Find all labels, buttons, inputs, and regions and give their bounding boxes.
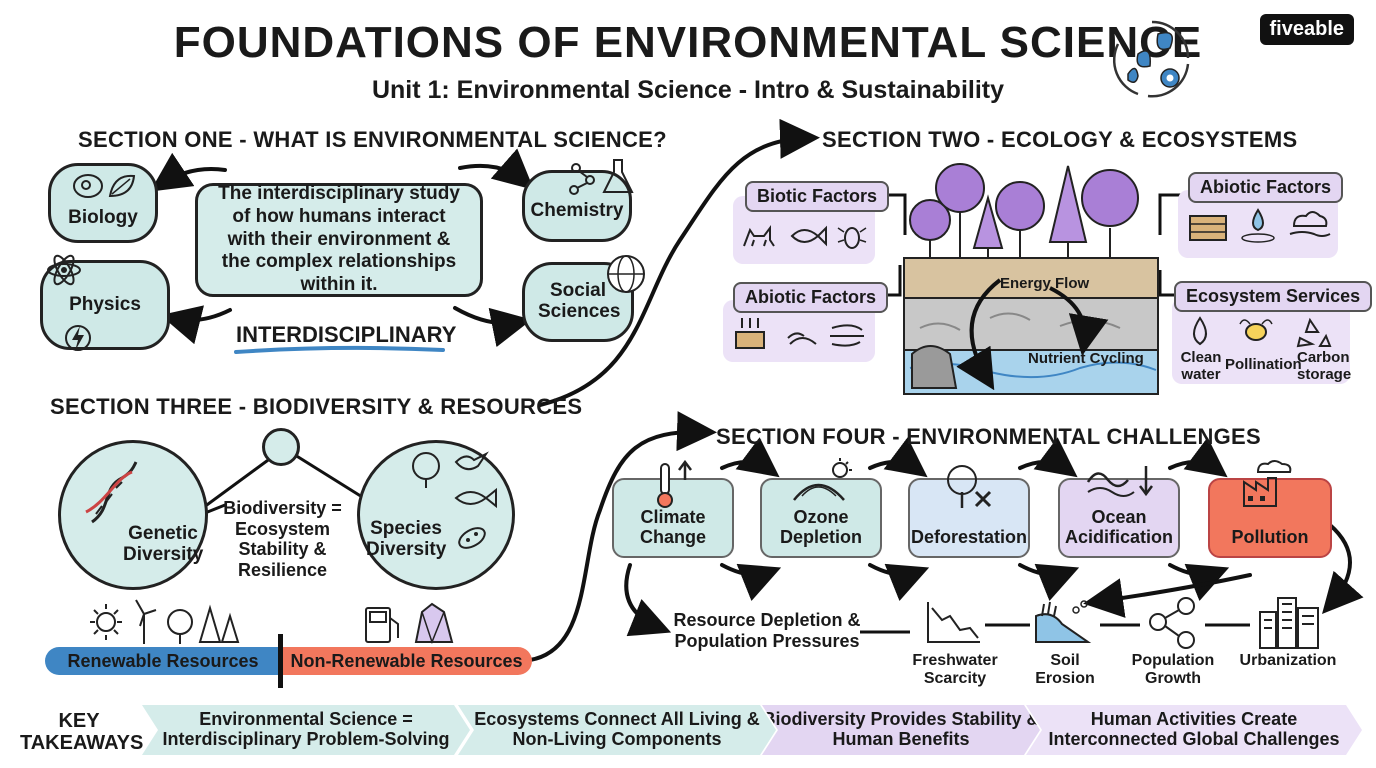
ozone-depletion-card: Ozone Depletion <box>760 478 882 558</box>
cell-leaf-icon <box>73 174 136 198</box>
urbanization-label: Urbanization <box>1239 652 1337 669</box>
dna-icon <box>85 461 138 524</box>
atom-icon <box>47 254 81 286</box>
water-bee-recycle-icon <box>1193 316 1332 348</box>
takeaway-3: Biodiversity Provides Stability & Human … <box>762 705 1040 755</box>
ozone-depletion-label: Ozone Depletion <box>779 507 862 548</box>
globe-people-icon <box>607 255 645 293</box>
genetic-diversity-circle: Genetic Diversity <box>58 440 208 590</box>
pressures-label: Resource Depletion & Population Pressure… <box>673 610 861 651</box>
thermometer-icon <box>657 460 692 508</box>
takeaway-1: Environmental Science = Interdisciplinar… <box>142 705 470 755</box>
biology-label: Biology <box>68 206 138 228</box>
pollution-label: Pollution <box>1231 527 1309 548</box>
fiveable-logo[interactable]: fiveable <box>1259 14 1354 45</box>
soil-water-cloud-icon <box>1189 208 1331 243</box>
tree-cut-icon <box>947 465 992 508</box>
soil-erosion-label: Soil Erosion <box>1035 652 1095 687</box>
definition-box: The interdisciplinary study of how human… <box>195 183 483 297</box>
abiotic-factors-top-tag: Abiotic Factors <box>1188 172 1344 203</box>
ozone-sun-icon <box>793 458 852 501</box>
chemistry-label: Chemistry <box>530 199 624 221</box>
resource-divider <box>278 634 283 688</box>
key-takeaways-label: KEY TAKEAWAYS <box>20 710 144 754</box>
ocean-acidification-card: Ocean Acidification <box>1058 478 1180 558</box>
population-growth-label: Population Growth <box>1131 652 1215 687</box>
nutrient-cycling-label: Nutrient Cycling <box>1028 350 1144 367</box>
page-title: FOUNDATIONS OF ENVIRONMENTAL SCIENCE <box>173 18 1203 67</box>
tree-bird-fish-bacteria-icon <box>412 451 497 549</box>
wave-down-icon <box>1086 466 1153 497</box>
takeaway-4: Human Activities Create Interconnected G… <box>1026 705 1362 755</box>
deforestation-label: Deforestation <box>910 527 1027 548</box>
freshwater-scarcity-label: Freshwater Scarcity <box>912 652 998 687</box>
species-diversity-label: Species Diversity <box>366 518 447 560</box>
lightning-icon <box>65 325 91 351</box>
takeaway-2: Ecosystems Connect All Living & Non-Livi… <box>458 705 776 755</box>
biology-bubble: Biology <box>48 163 158 243</box>
carbon-storage-label: Carbon storage <box>1297 349 1352 383</box>
social-sciences-bubble: Social Sciences <box>522 262 634 342</box>
molecule-flask-icon <box>569 159 634 195</box>
fox-fish-beetle-icon <box>743 225 867 249</box>
climate-change-card: Climate Change <box>612 478 734 558</box>
soil-erosion-icon <box>1035 600 1092 643</box>
section-three-heading: SECTION THREE - BIODIVERSITY & RESOURCES <box>50 394 583 419</box>
soil-wind-icon <box>735 318 864 349</box>
nonrenewable-icons <box>365 602 454 645</box>
species-diversity-circle: Species Diversity <box>357 440 515 590</box>
renewable-icons <box>90 599 240 644</box>
declining-graph-icon <box>927 602 980 643</box>
biotic-factors-tag: Biotic Factors <box>745 181 890 212</box>
renewable-resources-bar: Renewable Resources <box>45 647 281 675</box>
services-panel <box>1172 298 1350 384</box>
genetic-diversity-label: Genetic Diversity <box>123 523 204 565</box>
clean-water-label: Clean water <box>1180 349 1222 383</box>
interdisciplinary-label: INTERDISCIPLINARY <box>236 322 457 347</box>
social-sciences-label: Social Sciences <box>538 280 621 322</box>
ecosystem-services-tag: Ecosystem Services <box>1174 281 1373 312</box>
climate-change-label: Climate Change <box>639 507 706 548</box>
page-subtitle: Unit 1: Environmental Science - Intro & … <box>371 76 1005 104</box>
city-buildings-icon <box>1259 597 1319 649</box>
physics-label: Physics <box>69 293 141 315</box>
section-one-heading: SECTION ONE - WHAT IS ENVIRONMENTAL SCIE… <box>78 127 667 152</box>
section-two-heading: SECTION TWO - ECOLOGY & ECOSYSTEMS <box>822 127 1298 152</box>
biodiversity-equation: Biodiversity = Ecosystem Stability & Res… <box>223 498 342 581</box>
factory-icon <box>1243 460 1292 507</box>
node-circle <box>262 428 300 466</box>
nonrenewable-resources-bar: Non-Renewable Resources <box>281 647 532 675</box>
section-four-heading: SECTION FOUR - ENVIRONMENTAL CHALLENGES <box>716 424 1262 449</box>
pollination-label: Pollination <box>1225 356 1302 373</box>
population-network-icon <box>1149 597 1195 649</box>
recycle-leaf-icon <box>1112 20 1190 98</box>
abiotic-factors-left-tag: Abiotic Factors <box>733 282 889 313</box>
energy-flow-label: Energy Flow <box>1000 275 1090 292</box>
ocean-acidification-label: Ocean Acidification <box>1064 507 1173 548</box>
ecosystem-cross-section <box>903 163 1159 395</box>
